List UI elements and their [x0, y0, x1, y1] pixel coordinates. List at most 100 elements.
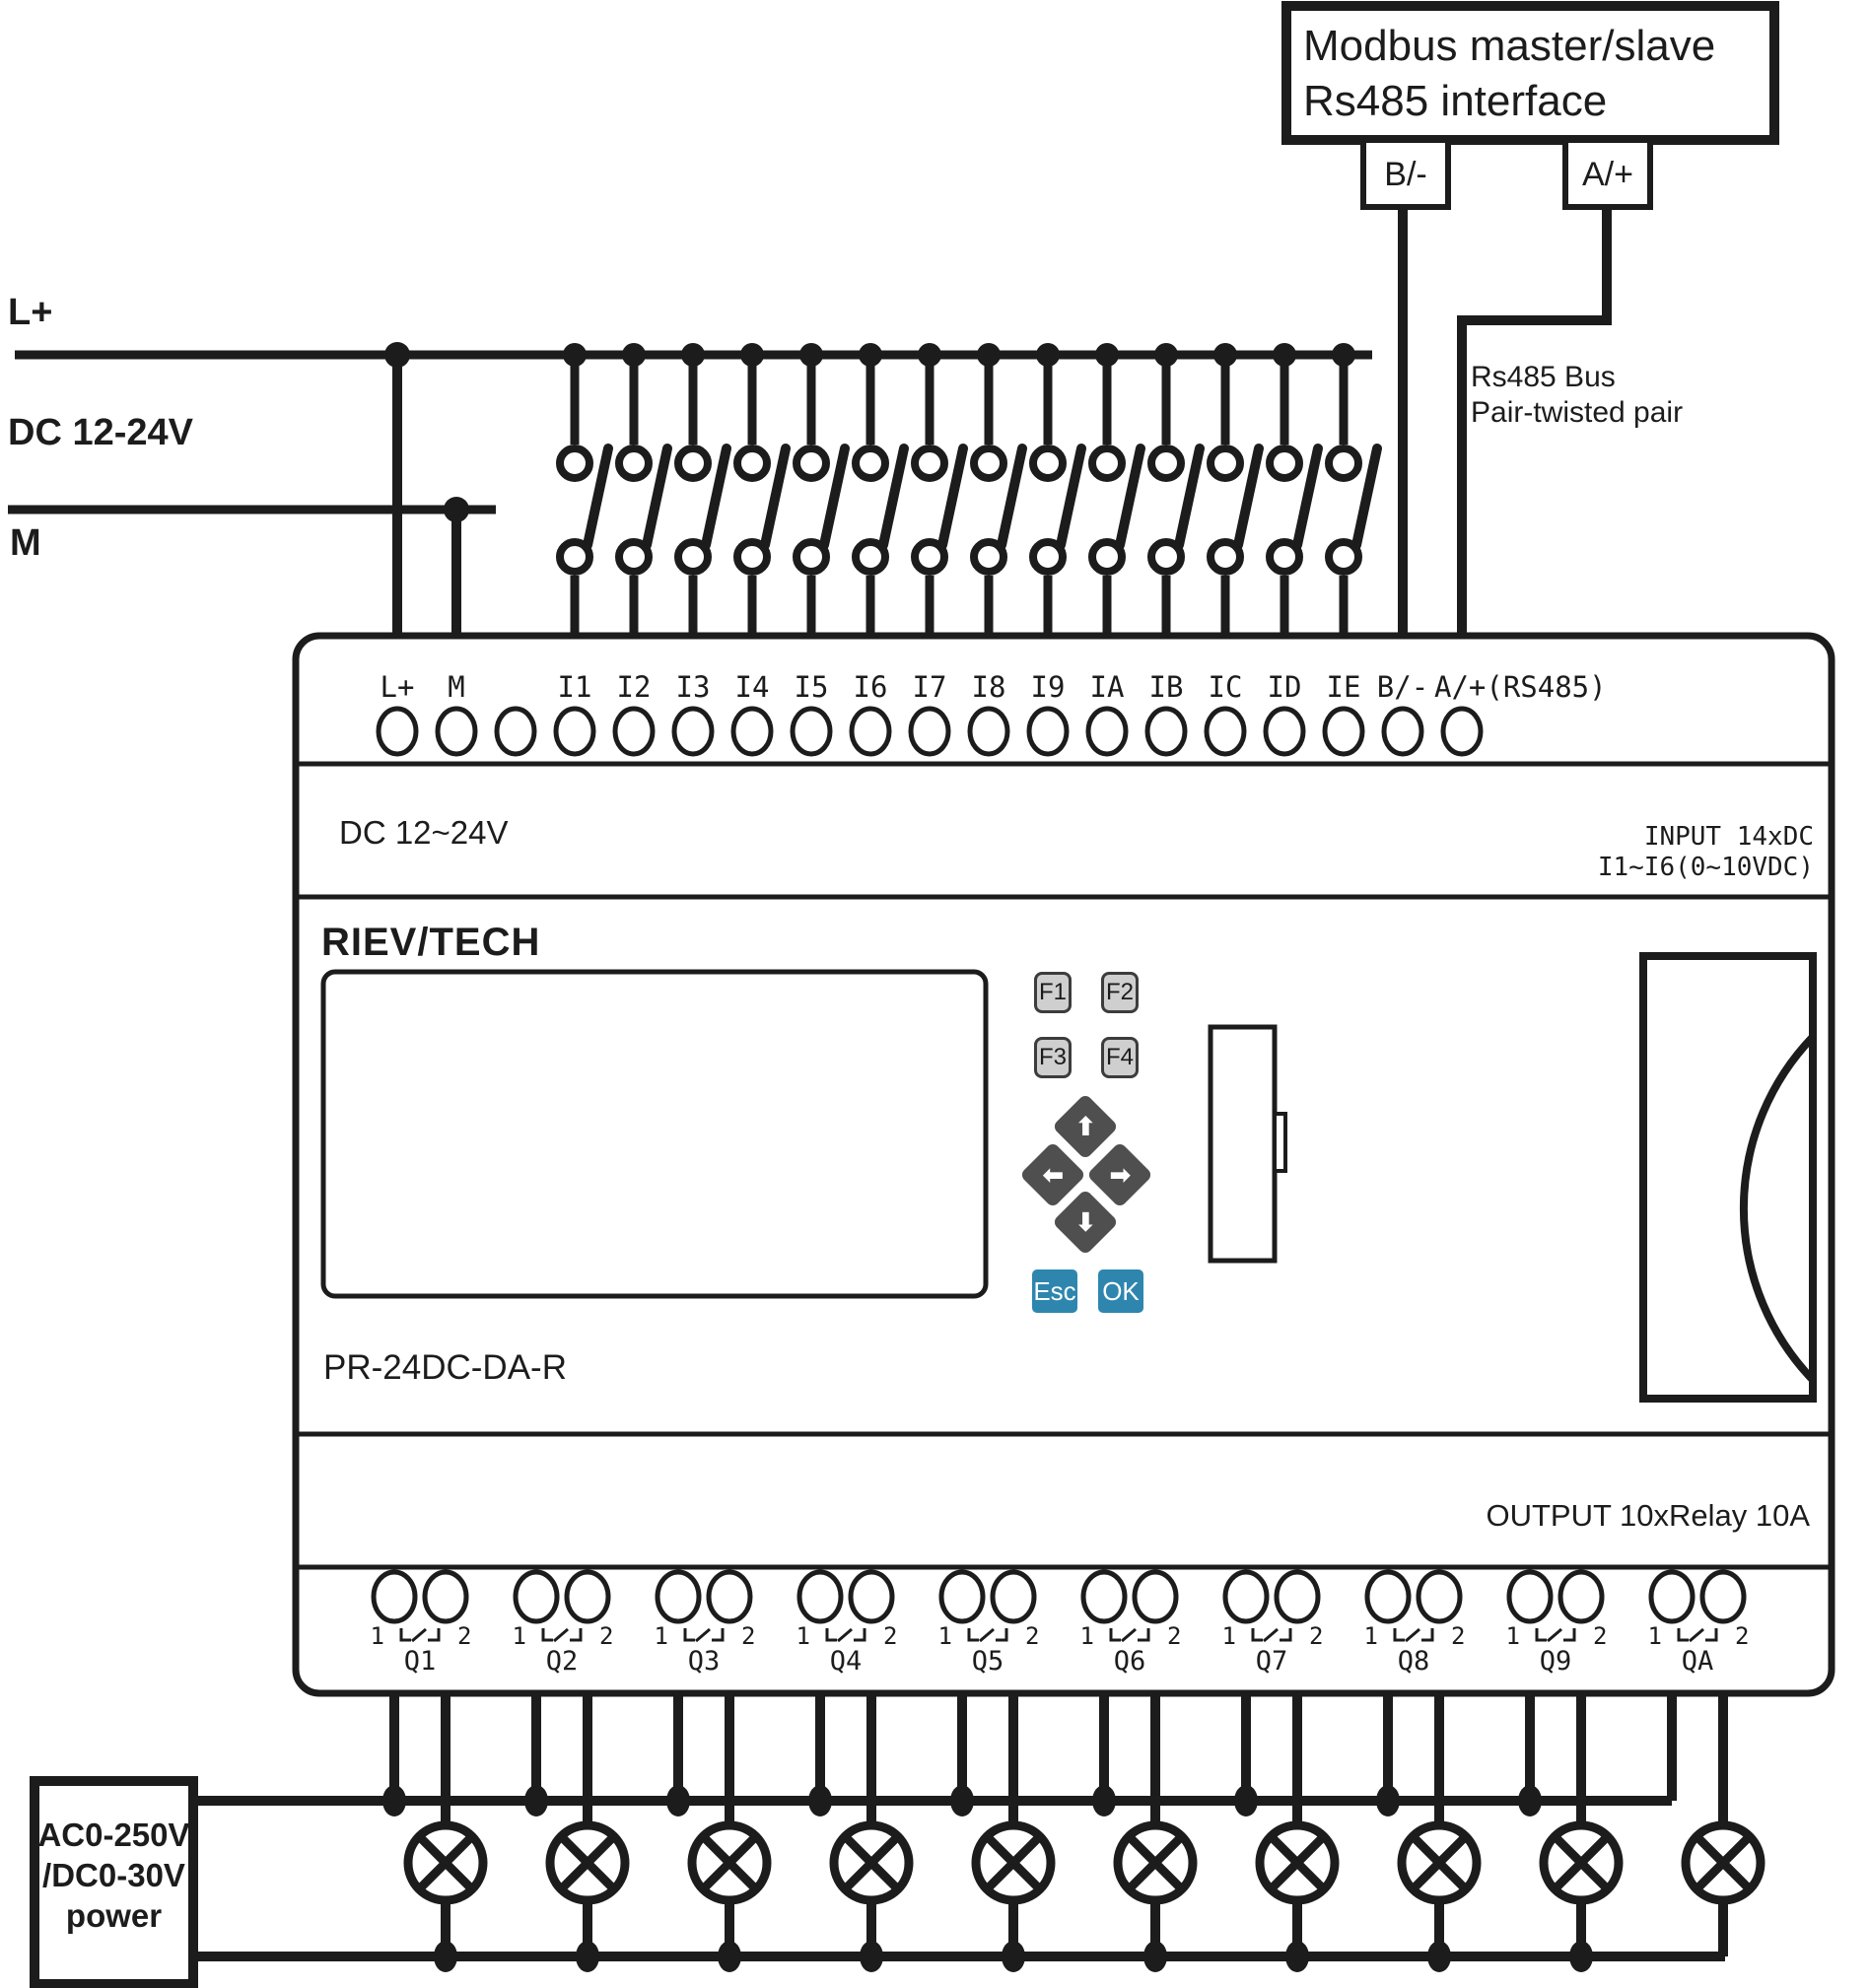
output-terminal-1: [371, 1569, 418, 1624]
switch-lever: [701, 444, 731, 550]
relay-contact-icon: [1676, 1626, 1719, 1644]
switch-lever: [819, 444, 850, 550]
junction-dot: [382, 1785, 406, 1817]
output-name-label: QA: [1681, 1646, 1714, 1677]
relay-contact-icon: [1392, 1626, 1435, 1644]
switch-lever: [1056, 444, 1086, 550]
f4-key-label: F4: [1105, 1044, 1134, 1070]
output-terminal-1: [796, 1569, 844, 1624]
input-terminal: [730, 706, 774, 757]
lamp-x: [1554, 1835, 1609, 1890]
input-terminal-label: I4: [734, 670, 770, 704]
output-terminal-2: [848, 1569, 895, 1624]
lamp-x: [560, 1835, 615, 1890]
load-power-box: [30, 1776, 198, 1988]
lamp-x: [418, 1835, 473, 1890]
f2-key: F2: [1101, 972, 1139, 1013]
junction-dot: [1143, 1941, 1167, 1972]
output-name-label: Q1: [403, 1646, 437, 1677]
junction-dot: [666, 1785, 690, 1817]
switch-contact-bottom: [1088, 538, 1126, 576]
input-terminal: [1381, 706, 1424, 757]
input-terminal-label: ID: [1267, 670, 1302, 704]
f3-key-label: F3: [1038, 1044, 1067, 1070]
switch-contact-top: [1088, 445, 1126, 482]
output-terminal-1: [1648, 1569, 1696, 1624]
switch-contact-top: [1029, 445, 1067, 482]
switch-contact-bottom: [615, 538, 653, 576]
output-name-label: Q2: [545, 1646, 579, 1677]
modbus-box: [1281, 1, 1779, 145]
switch-lever: [1115, 444, 1145, 550]
f2-key-label: F2: [1105, 979, 1134, 1005]
input-terminal-label: I7: [912, 670, 947, 704]
switch-lever: [937, 444, 968, 550]
generated-graphics: [371, 342, 1765, 1972]
model-label: PR-24DC-DA-R: [323, 1348, 567, 1387]
switch-contact-bottom: [911, 538, 948, 576]
switch-contact-top: [615, 445, 653, 482]
relay-contact-icon: [824, 1626, 867, 1644]
output-pin1-label: 1: [512, 1622, 526, 1650]
switch-lever: [1351, 444, 1382, 550]
switch-contact-bottom: [1207, 538, 1244, 576]
switch-contact-top: [674, 445, 712, 482]
input-terminal: [1440, 706, 1484, 757]
lplus-label: L+: [8, 292, 53, 333]
input-terminal: [376, 706, 419, 757]
f1-key: F1: [1034, 972, 1072, 1013]
f1-key-label: F1: [1038, 979, 1067, 1005]
input-terminal: [435, 706, 478, 757]
ok-key: OK: [1098, 1269, 1143, 1313]
output-name-label: Q3: [687, 1646, 721, 1677]
output-terminal-1: [938, 1569, 986, 1624]
relay-contact-icon: [682, 1626, 726, 1644]
output-name-label: Q5: [971, 1646, 1004, 1677]
output-pin1-label: 1: [1363, 1622, 1378, 1650]
output-name-label: Q9: [1539, 1646, 1572, 1677]
input-terminal: [1026, 706, 1070, 757]
input-terminal: [494, 706, 537, 757]
output-terminal-2: [422, 1569, 469, 1624]
input-terminal-label: IB: [1148, 670, 1184, 704]
output-terminal-2: [564, 1569, 611, 1624]
relay-contact-icon: [1534, 1626, 1577, 1644]
output-terminal-2: [1699, 1569, 1747, 1624]
junction-dot: [1376, 1785, 1400, 1817]
lcd-screen: [320, 969, 989, 1299]
switch-lever: [1292, 444, 1323, 550]
f4-key: F4: [1101, 1037, 1139, 1078]
switch-contact-top: [1325, 445, 1362, 482]
input-terminal: [967, 706, 1010, 757]
output-terminal-1: [1364, 1569, 1412, 1624]
input-terminal-label: L+: [380, 670, 415, 704]
brand-logo: RIEV/TECH: [321, 921, 541, 964]
output-terminal-2: [706, 1569, 753, 1624]
relay-contact-icon: [1108, 1626, 1151, 1644]
side-panel-arc: [1739, 1034, 1816, 1383]
junction-dot: [524, 1785, 548, 1817]
power-box-line3: power: [65, 1897, 163, 1934]
junction-dot: [1234, 1785, 1258, 1817]
switch-contact-top: [733, 445, 771, 482]
input-terminal-label: I9: [1030, 670, 1066, 704]
input-terminal: [1085, 706, 1129, 757]
m-label: M: [10, 522, 41, 564]
switch-contact-bottom: [1266, 538, 1303, 576]
switch-contact-bottom: [556, 538, 593, 576]
switch-lever: [1233, 444, 1264, 550]
rs485-note-line1: Rs485 Bus: [1471, 361, 1616, 393]
right-arrow-icon: ➡: [1109, 1160, 1131, 1189]
output-terminal-1: [655, 1569, 702, 1624]
output-pin1-label: 1: [370, 1622, 384, 1650]
input-terminal: [612, 706, 656, 757]
junction-dot: [950, 1785, 974, 1817]
expansion-connector-tab: [1273, 1112, 1287, 1173]
lamp-x: [1270, 1835, 1325, 1890]
switch-contact-top: [556, 445, 593, 482]
input-terminal: [1322, 706, 1365, 757]
output-pin2-label: 2: [1593, 1622, 1608, 1650]
switch-contact-bottom: [1147, 538, 1185, 576]
input-terminal-label: I5: [794, 670, 829, 704]
relay-contact-icon: [1250, 1626, 1293, 1644]
